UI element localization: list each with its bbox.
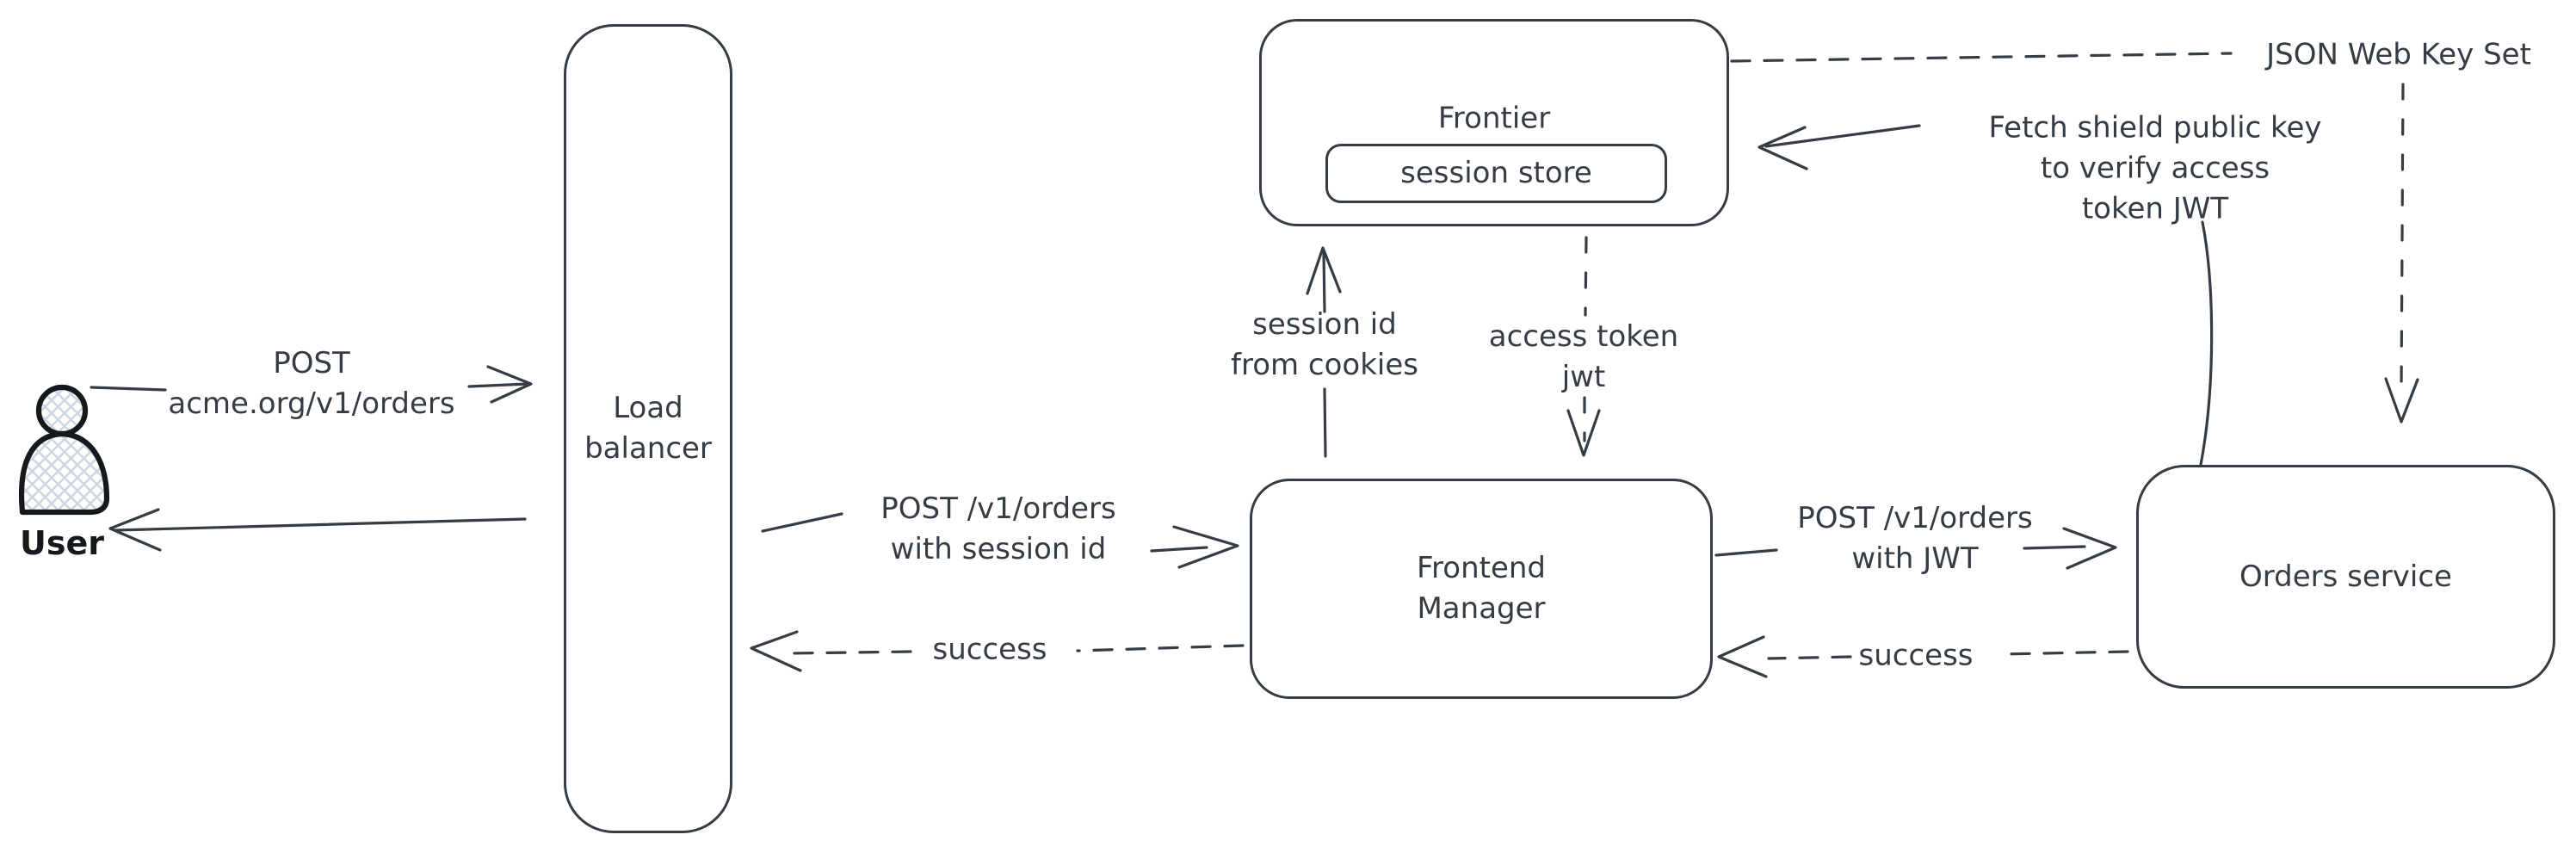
orders-service-label: Orders service [2239, 559, 2452, 594]
load-balancer-label: Load balancer [584, 391, 712, 466]
edge-label-json-web-key-set: JSON Web Key Set [2266, 37, 2531, 72]
edge-label-access-token-jwt: access token jwt [1488, 319, 1679, 394]
edge-label-post-with-session-id: POST /v1/orders with session id [880, 492, 1116, 566]
node-frontier[interactable]: Frontier session store [1259, 19, 1729, 226]
edge-label-success-to-frontend-manager: success [1858, 638, 1974, 673]
edge-label-post-with-jwt: POST /v1/orders with JWT [1797, 501, 2033, 576]
edge-label-post-acme-orders: POST acme.org/v1/orders [168, 346, 455, 421]
edge-label-fetch-shield-public-key: Fetch shield public key to verify access… [1988, 110, 2322, 226]
node-load-balancer[interactable]: Load balancer [564, 24, 732, 833]
frontier-label: Frontier [1437, 101, 1551, 136]
user-label: User [20, 524, 104, 562]
edge-label-session-id-from-cookies: session id from cookies [1231, 307, 1418, 382]
edge-label-success-to-load-balancer: success [932, 632, 1047, 667]
node-session-store[interactable]: session store [1325, 144, 1667, 203]
session-store-label: session store [1400, 156, 1592, 190]
edge-jwks-to-orders-service [2384, 83, 2419, 424]
frontend-manager-label: Frontend Manager [1416, 551, 1547, 626]
node-frontend-manager[interactable]: Frontend Manager [1250, 479, 1713, 699]
edge-frontier-to-jwks [1730, 52, 2233, 63]
node-orders-service[interactable]: Orders service [2136, 465, 2555, 689]
